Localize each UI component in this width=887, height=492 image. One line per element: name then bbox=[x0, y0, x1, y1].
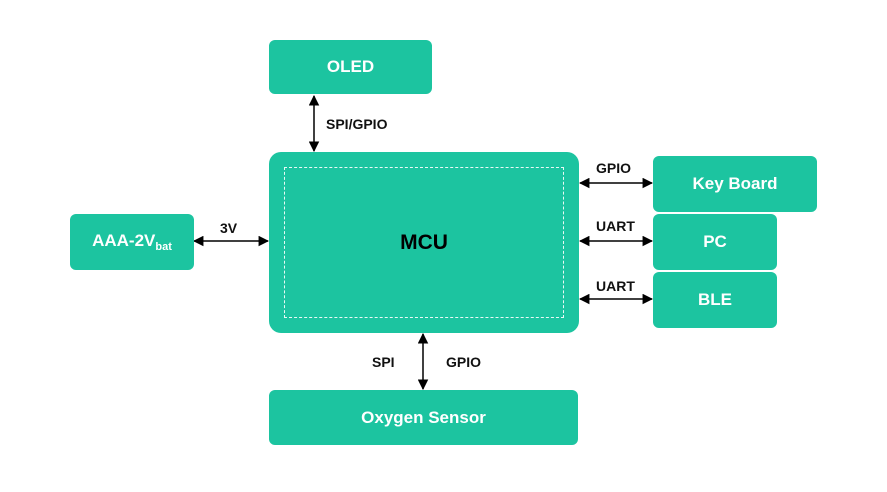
pc-connection-label: UART bbox=[596, 218, 635, 234]
mcu-block: MCU bbox=[269, 152, 579, 333]
ble-connection-label: UART bbox=[596, 278, 635, 294]
pc-label: PC bbox=[703, 232, 727, 251]
battery-mcu-connection-label: 3V bbox=[220, 220, 238, 236]
oled-label: OLED bbox=[326, 57, 375, 76]
sensor-spi-label: SPI bbox=[372, 354, 395, 370]
battery-label-subscript: bat bbox=[155, 241, 172, 253]
oxygen-sensor-block: Oxygen Sensor bbox=[269, 390, 578, 445]
battery-block: AAA-2Vbat bbox=[70, 214, 194, 270]
oxygen-sensor-label: Oxygen Sensor bbox=[361, 407, 486, 427]
keyboard-block: Key Board bbox=[653, 156, 817, 212]
ble-label: BLE bbox=[698, 290, 732, 309]
keyboard-label: Key Board bbox=[692, 174, 778, 193]
oled-block: OLED bbox=[269, 40, 432, 94]
mcu-dashed-boundary bbox=[284, 167, 564, 318]
ble-block: BLE bbox=[653, 272, 777, 328]
keyboard-connection-label: GPIO bbox=[596, 160, 632, 176]
oled-mcu-connection-label: SPI/GPIO bbox=[326, 116, 388, 132]
battery-label: AAA-2Vbat bbox=[92, 231, 172, 253]
mcu-label: MCU bbox=[400, 230, 448, 254]
sensor-gpio-label: GPIO bbox=[446, 354, 482, 370]
pc-block: PC bbox=[653, 214, 777, 270]
